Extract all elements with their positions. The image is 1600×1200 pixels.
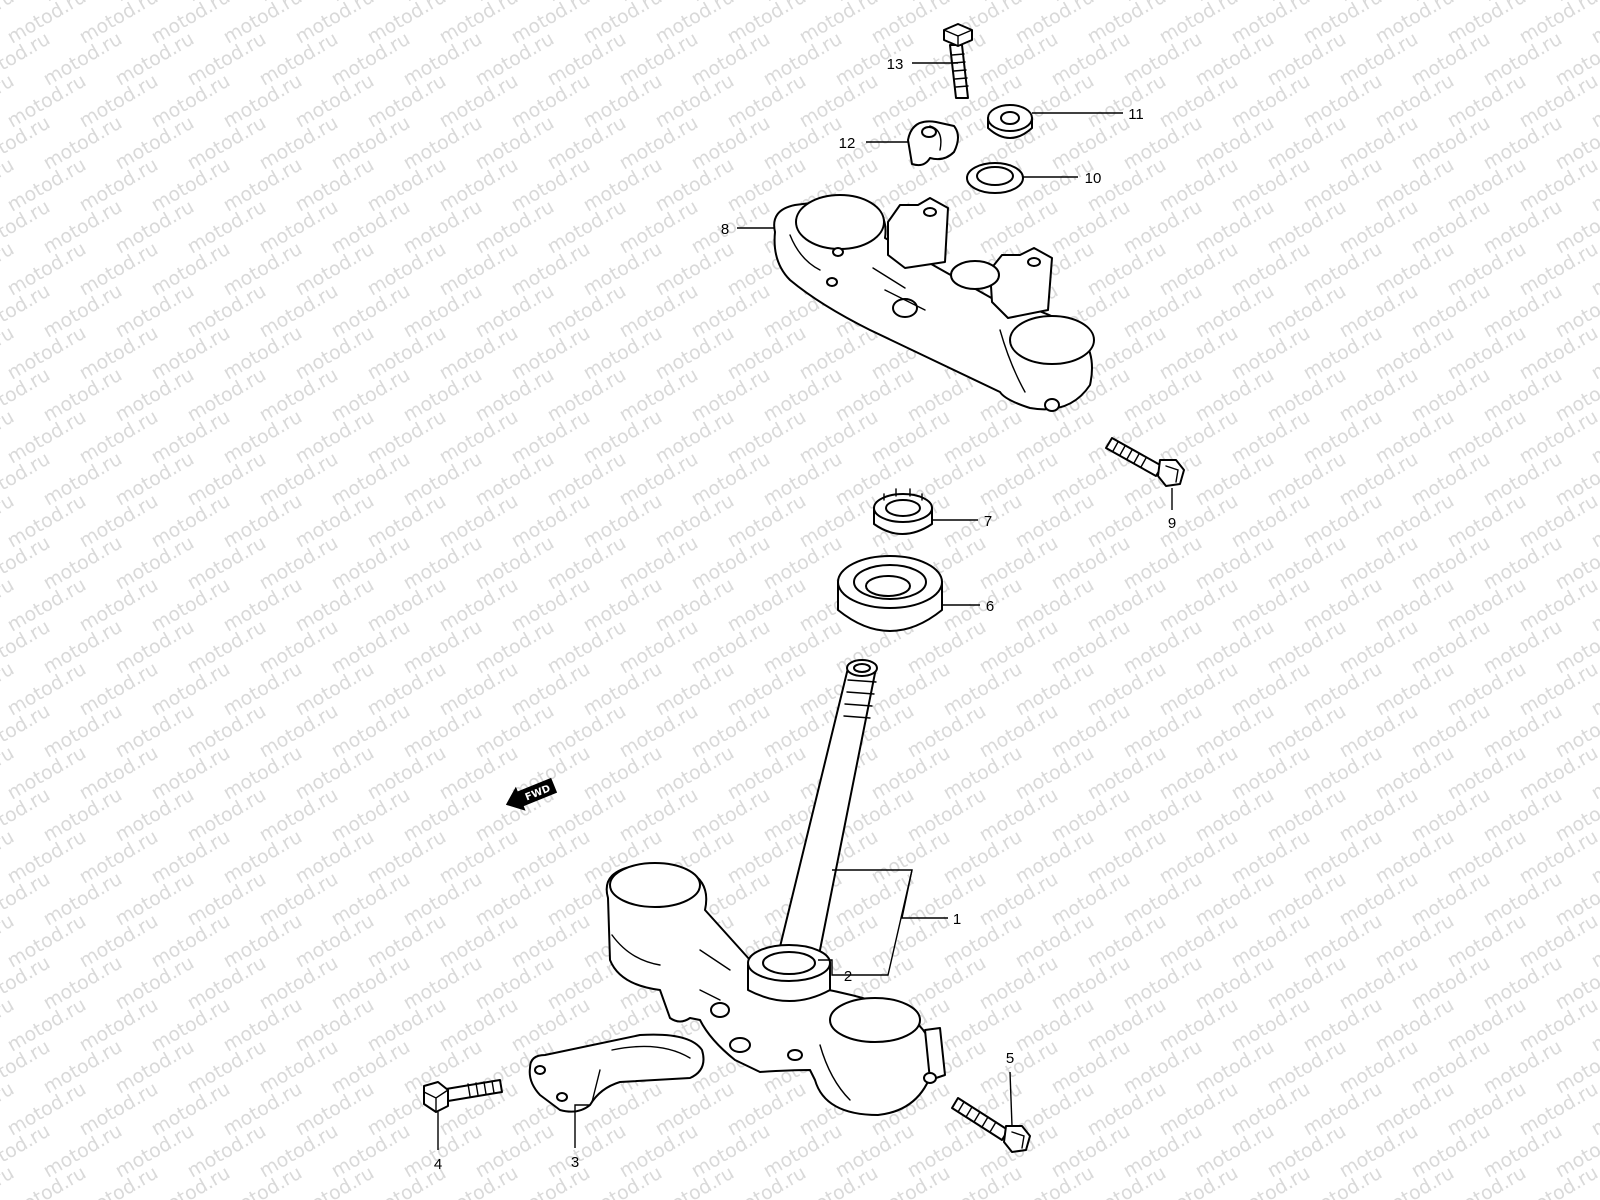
part-9-bolt	[1105, 437, 1185, 487]
leader-lines	[437, 62, 1173, 1150]
callout-10: 10	[1085, 170, 1102, 187]
callout-8: 8	[721, 221, 729, 238]
part-4-bolt	[423, 1079, 503, 1113]
part-10-washer	[966, 162, 1024, 194]
callout-6: 6	[986, 598, 994, 615]
part-12-clamp	[907, 120, 959, 167]
callout-9: 9	[1168, 515, 1176, 532]
callout-labels: 13 11 10 12 8 9 7 6 1 2 3 4 5	[434, 56, 1176, 1173]
part-6-bearing	[837, 555, 943, 632]
part-8-upper-bracket	[773, 194, 1095, 412]
part-7-lock-nut	[873, 488, 933, 535]
callout-1: 1	[953, 911, 961, 928]
callout-12: 12	[839, 135, 856, 152]
part-3-cable-guide	[528, 1033, 705, 1113]
callout-2: 2	[844, 968, 852, 985]
callout-13: 13	[887, 56, 904, 73]
callout-5: 5	[1006, 1050, 1014, 1067]
callout-7: 7	[984, 513, 992, 530]
callout-4: 4	[434, 1156, 442, 1173]
watermark-text: motod.ru	[0, 1162, 18, 1200]
part-5-bolt	[951, 1097, 1031, 1153]
callout-11: 11	[1128, 106, 1144, 123]
part-11-nut	[987, 104, 1033, 139]
callout-3: 3	[571, 1154, 579, 1171]
part-13-bolt	[943, 23, 973, 99]
